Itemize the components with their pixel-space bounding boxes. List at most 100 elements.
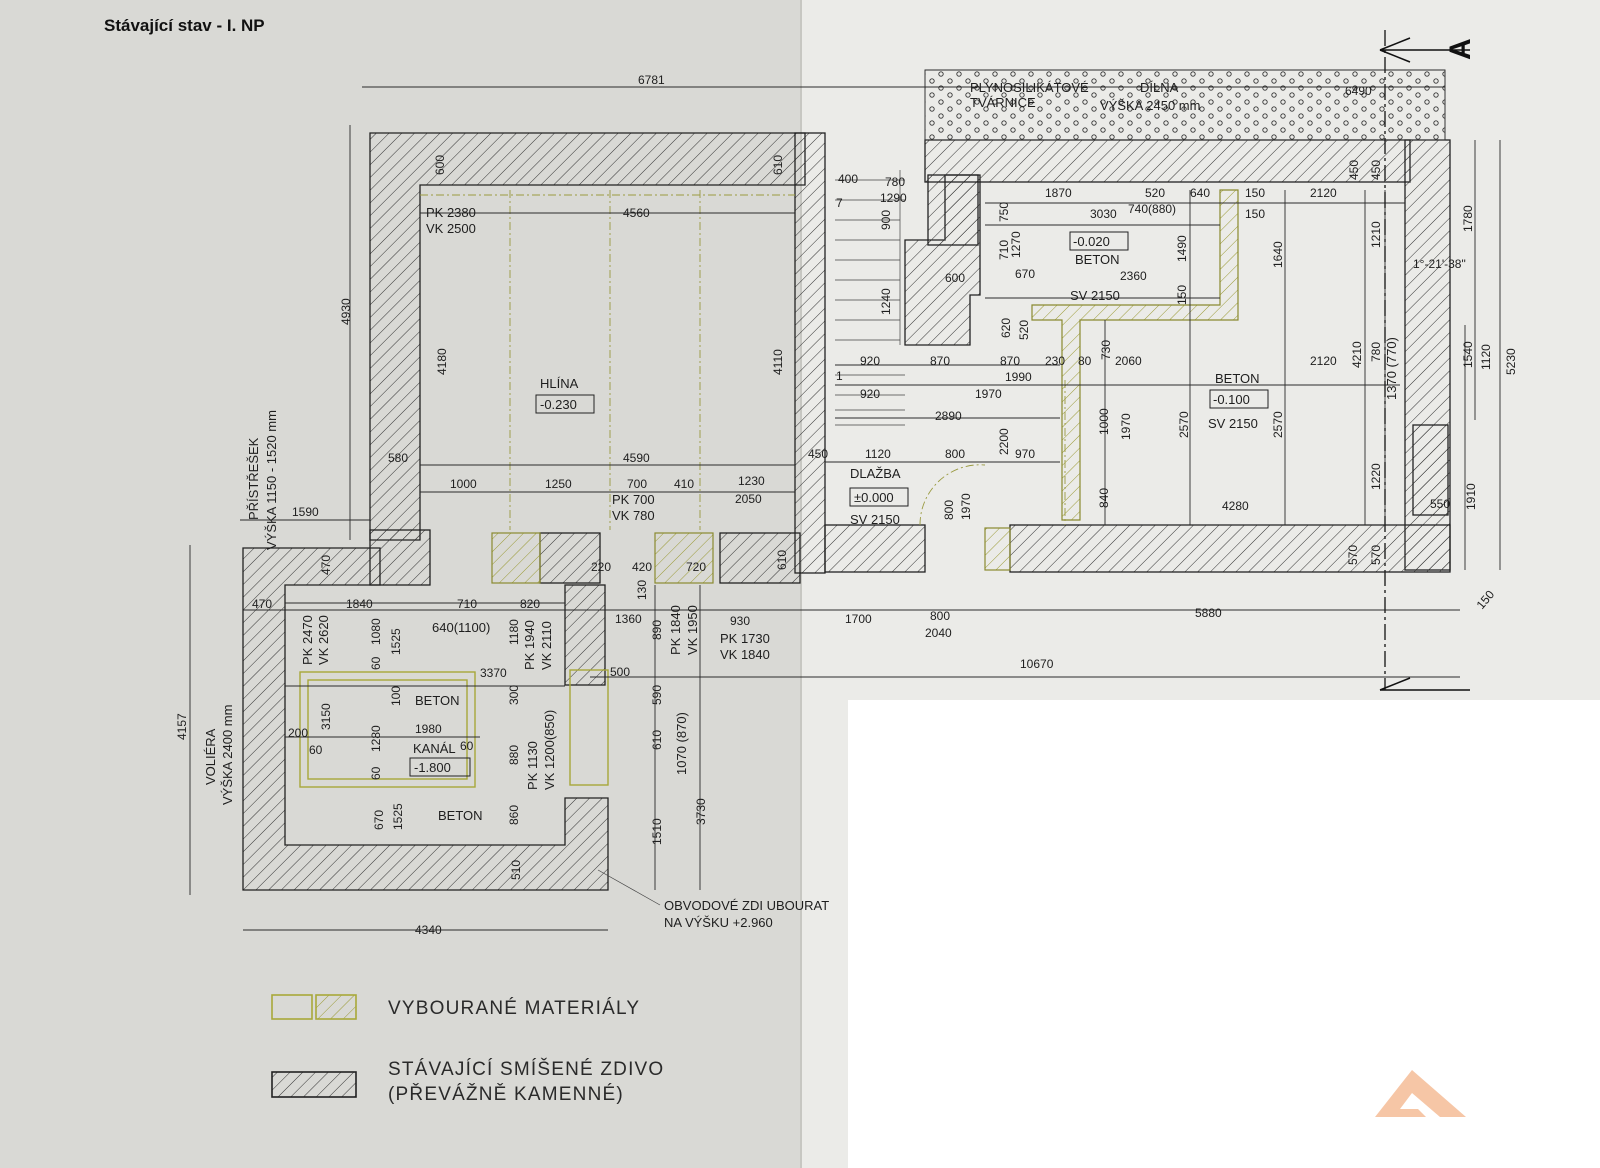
dimension-value: 4210 <box>1350 341 1364 368</box>
dimension-value: 1970 <box>1119 413 1133 440</box>
dimension-value: 1230 <box>738 474 765 488</box>
dimension-value: 6781 <box>638 73 665 87</box>
dimension-value: 1590 <box>292 505 319 519</box>
level-beton-top: -0.020 <box>1073 234 1110 249</box>
dimension-value: 410 <box>674 477 694 491</box>
window-1070: 1070 (870) <box>674 712 689 775</box>
level-kanal: -1.800 <box>414 760 451 775</box>
dimension-value: 1540 <box>1461 341 1475 368</box>
dimension-value: 100 <box>389 686 403 706</box>
level-beton-right: -0.100 <box>1213 392 1250 407</box>
dimension-value: 1290 <box>880 191 907 205</box>
canal-outline <box>299 671 476 788</box>
dimension-value: 670 <box>1015 267 1035 281</box>
legend: VYBOURANÉ MATERIÁLY STÁVAJÍCÍ SMÍŠENÉ ZD… <box>271 994 663 1105</box>
dimension-value: 700 <box>627 477 647 491</box>
dimension-value: 1980 <box>415 722 442 736</box>
dimension-value: 2570 <box>1271 411 1285 438</box>
dimension-value: 1°-21'-38" <box>1413 257 1466 271</box>
existing-walls <box>242 132 1451 891</box>
demolished-wall-3 <box>984 527 1011 571</box>
dimension-value: 840 <box>1097 488 1111 508</box>
dimension-value: 1510 <box>650 818 664 845</box>
dimension-value: 1970 <box>975 387 1002 401</box>
dimension-texts: 6781 6490 4930 4157 1590 580 470 470 434… <box>175 73 1518 937</box>
window-1370: 1370 (770) <box>1384 337 1399 400</box>
dimension-value: 60 <box>460 739 474 753</box>
door-vk1950: VK 1950 <box>685 605 700 655</box>
dimension-value: 800 <box>930 609 950 623</box>
door-pk2470: PK 2470 <box>300 615 315 665</box>
dimension-value: 1250 <box>545 477 572 491</box>
dimension-value: 570 <box>1369 545 1383 565</box>
dimension-value: 860 <box>507 805 521 825</box>
dimension-value: 2040 <box>925 626 952 640</box>
voliera-line1: VOLIÉRA <box>203 728 218 785</box>
wall-voliera-right <box>564 584 606 686</box>
dimension-value: 710 <box>997 240 1011 260</box>
dimension-value: 820 <box>520 597 540 611</box>
dimension-value: 4280 <box>1222 499 1249 513</box>
dimension-value: 780 <box>885 175 905 189</box>
wall-hlina-bottom-r <box>719 532 801 584</box>
wall-hlina-right <box>794 132 826 574</box>
demolished-wall-2 <box>654 532 714 584</box>
wall-pillar <box>1412 424 1449 516</box>
dimension-value: 1120 <box>865 447 891 461</box>
dimension-value: 750 <box>997 202 1011 222</box>
dimension-value: 60 <box>309 743 323 757</box>
dimension-value: 930 <box>730 614 750 628</box>
canal-inner <box>307 679 468 780</box>
pristresek-line1: PŘÍSTŘEŠEK <box>246 437 261 520</box>
door-pk1730: PK 1730 <box>720 631 770 646</box>
dimension-value: 6490 <box>1345 84 1372 98</box>
staircase <box>835 170 905 426</box>
logo-icon <box>1375 1070 1466 1117</box>
dimension-value: 1870 <box>1045 186 1072 200</box>
door-vk1840: VK 1840 <box>720 647 770 662</box>
dimension-value: 800 <box>945 447 965 461</box>
dimension-value: 420 <box>632 560 652 574</box>
sheet-title: Stávající stav - I. NP <box>104 16 265 35</box>
dimension-value: 4110 <box>771 349 785 375</box>
level-hlina: -0.230 <box>540 397 577 412</box>
dimension-value: 1210 <box>1369 221 1383 248</box>
dimension-value: 1120 <box>1479 344 1493 370</box>
dimension-value: 610 <box>771 155 785 175</box>
dimension-value: 920 <box>860 387 880 401</box>
dilna-line1: PLYNOSILIKÁTOVÉ <box>970 80 1089 95</box>
label-beton-top: BETON <box>1075 252 1120 267</box>
dimension-value: 450 <box>1369 160 1383 180</box>
door-vk1200: VK 1200(850) <box>542 710 557 790</box>
dimension-value: 150 <box>1175 285 1189 305</box>
dimension-value: 10670 <box>1020 657 1054 671</box>
dimension-value: 1240 <box>879 288 893 315</box>
dimension-value: 450 <box>1347 160 1361 180</box>
label-kanal: KANÁL <box>413 741 456 756</box>
demolished-wall-4 <box>1031 189 1239 521</box>
dimension-value: 740(880) <box>1128 202 1176 216</box>
dimension-value: 710 <box>457 597 477 611</box>
dimension-value: 150 <box>1245 186 1265 200</box>
dimension-value: 2120 <box>1310 186 1337 200</box>
dimension-value: 800 <box>942 500 956 520</box>
dimension-value: 1360 <box>615 612 642 626</box>
door-pk1130: PK 1130 <box>525 741 540 790</box>
dimension-value: 400 <box>838 172 858 186</box>
dimension-value: 550 <box>1430 497 1450 511</box>
dimension-value: 2360 <box>1120 269 1147 283</box>
dimension-value: 230 <box>1045 354 1065 368</box>
label-beton-kanal1: BETON <box>415 693 460 708</box>
window-640: 640(1100) <box>432 620 490 635</box>
demolished-wall-1 <box>491 532 541 584</box>
blank-area <box>848 700 1600 1168</box>
dimension-value: 1840 <box>346 597 373 611</box>
label-hlina: HLÍNA <box>540 376 579 391</box>
dimension-value: 590 <box>650 685 664 705</box>
dimension-value: 2060 <box>1115 354 1142 368</box>
dimension-value: 300 <box>507 685 521 705</box>
dimension-value: 570 <box>1346 545 1360 565</box>
dimension-value: 5230 <box>1504 348 1518 375</box>
dimension-value: 970 <box>1015 447 1035 461</box>
